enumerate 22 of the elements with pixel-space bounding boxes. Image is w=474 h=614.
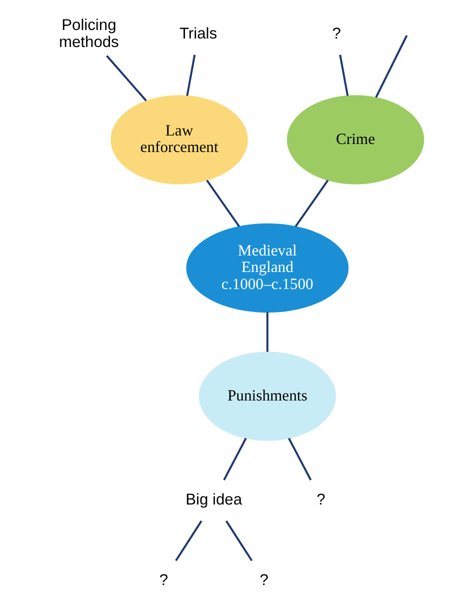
node-ellipse: Law enforcement (110, 95, 248, 184)
connector (339, 54, 349, 96)
node-text: ? (316, 492, 326, 509)
connector (175, 520, 202, 562)
connector (266, 312, 268, 352)
connector (223, 438, 247, 480)
node-text: Trials (179, 25, 218, 42)
connector (375, 35, 408, 98)
node-ellipse: Punishments (198, 352, 336, 441)
node-text: ? (159, 572, 168, 589)
connector (206, 180, 240, 228)
connector (186, 54, 196, 96)
connector (294, 180, 329, 228)
node-text: ? (260, 572, 268, 589)
connector (225, 520, 253, 562)
node-text: Big idea (186, 492, 242, 509)
node-text: ? (332, 25, 341, 42)
node-text: Policing methods (59, 17, 119, 51)
connector (106, 55, 147, 102)
connector (288, 438, 312, 480)
node-ellipse: Medieval England c.1000–c.1500 (186, 223, 349, 313)
node-ellipse: Crime (286, 95, 424, 184)
